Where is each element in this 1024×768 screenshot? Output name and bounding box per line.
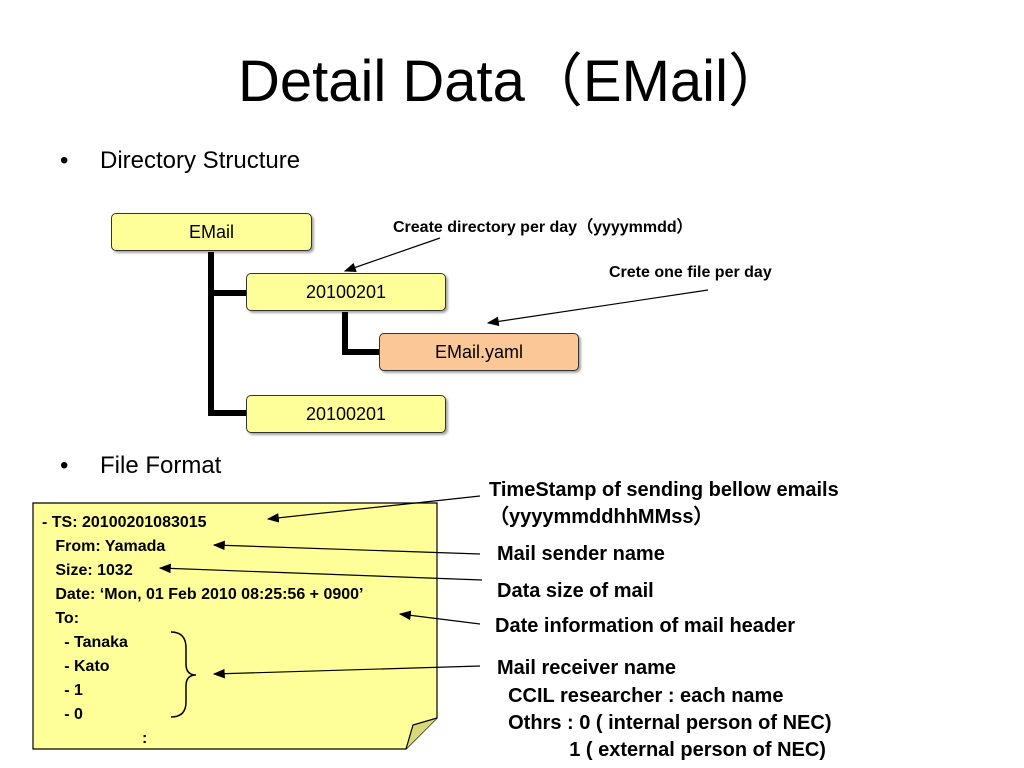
annotation-size: Data size of mail xyxy=(497,580,654,602)
yaml-line: From: Yamada xyxy=(42,538,166,555)
arrow-per-day-dir xyxy=(343,237,441,272)
arrow-per-day-file xyxy=(486,289,709,327)
slide-title: Detail Data（EMail） xyxy=(238,49,786,114)
bullet-dot: • xyxy=(60,147,69,174)
yaml-line: Size: 1032 xyxy=(42,562,133,579)
yaml-sample: - TS: 20100201083015 From: Yamada Size: … xyxy=(33,503,437,749)
yaml-line: - TS: 20100201083015 xyxy=(42,514,207,531)
note-per-day-file: Crete one file per day xyxy=(609,264,772,281)
yaml-line: - Kato xyxy=(42,658,110,675)
yaml-line: : xyxy=(142,730,148,747)
annotation-timestamp: TimeStamp of sending bellow emails xyxy=(489,479,839,501)
tree-connector-dir xyxy=(342,312,380,355)
annotation-receiver-ccil: CCIL researcher : each name xyxy=(497,685,784,707)
tree-node-day-dir-1: 20100201 xyxy=(246,273,446,311)
yaml-line: Date: ‘Mon, 01 Feb 2010 08:25:56 + 0900’ xyxy=(42,586,364,603)
annotation-receiver-external: 1 ( external person of NEC) xyxy=(497,739,826,761)
tree-node-day-dir-2: 20100201 xyxy=(246,395,446,433)
bullet-dot: • xyxy=(60,452,69,479)
annotation-receiver-title: Mail receiver name xyxy=(497,657,676,679)
bullet-directory-structure: • Directory Structure xyxy=(60,146,300,176)
yaml-line: - Tanaka xyxy=(42,634,128,651)
note-per-day-dir: Create directory per day（yyyymmdd） xyxy=(393,219,693,236)
annotation-receiver-internal: Othrs : 0 ( internal person of NEC) xyxy=(497,712,832,734)
yaml-line: - 1 xyxy=(42,682,83,699)
yaml-line: To: xyxy=(42,610,80,627)
bullet-file-format: • File Format xyxy=(60,451,221,481)
annotation-date: Date information of mail header xyxy=(495,615,796,637)
tree-node-email-root: EMail xyxy=(111,213,312,251)
annotation-timestamp-format: （yyyymmddhhMMss） xyxy=(489,506,714,528)
annotation-sender: Mail sender name xyxy=(497,543,665,565)
tree-connector-root xyxy=(208,252,246,416)
tree-node-email-yaml: EMail.yaml xyxy=(379,333,579,371)
bullet-label: Directory Structure xyxy=(100,147,301,174)
bullet-label: File Format xyxy=(100,452,222,479)
yaml-line: - 0 xyxy=(42,706,83,723)
